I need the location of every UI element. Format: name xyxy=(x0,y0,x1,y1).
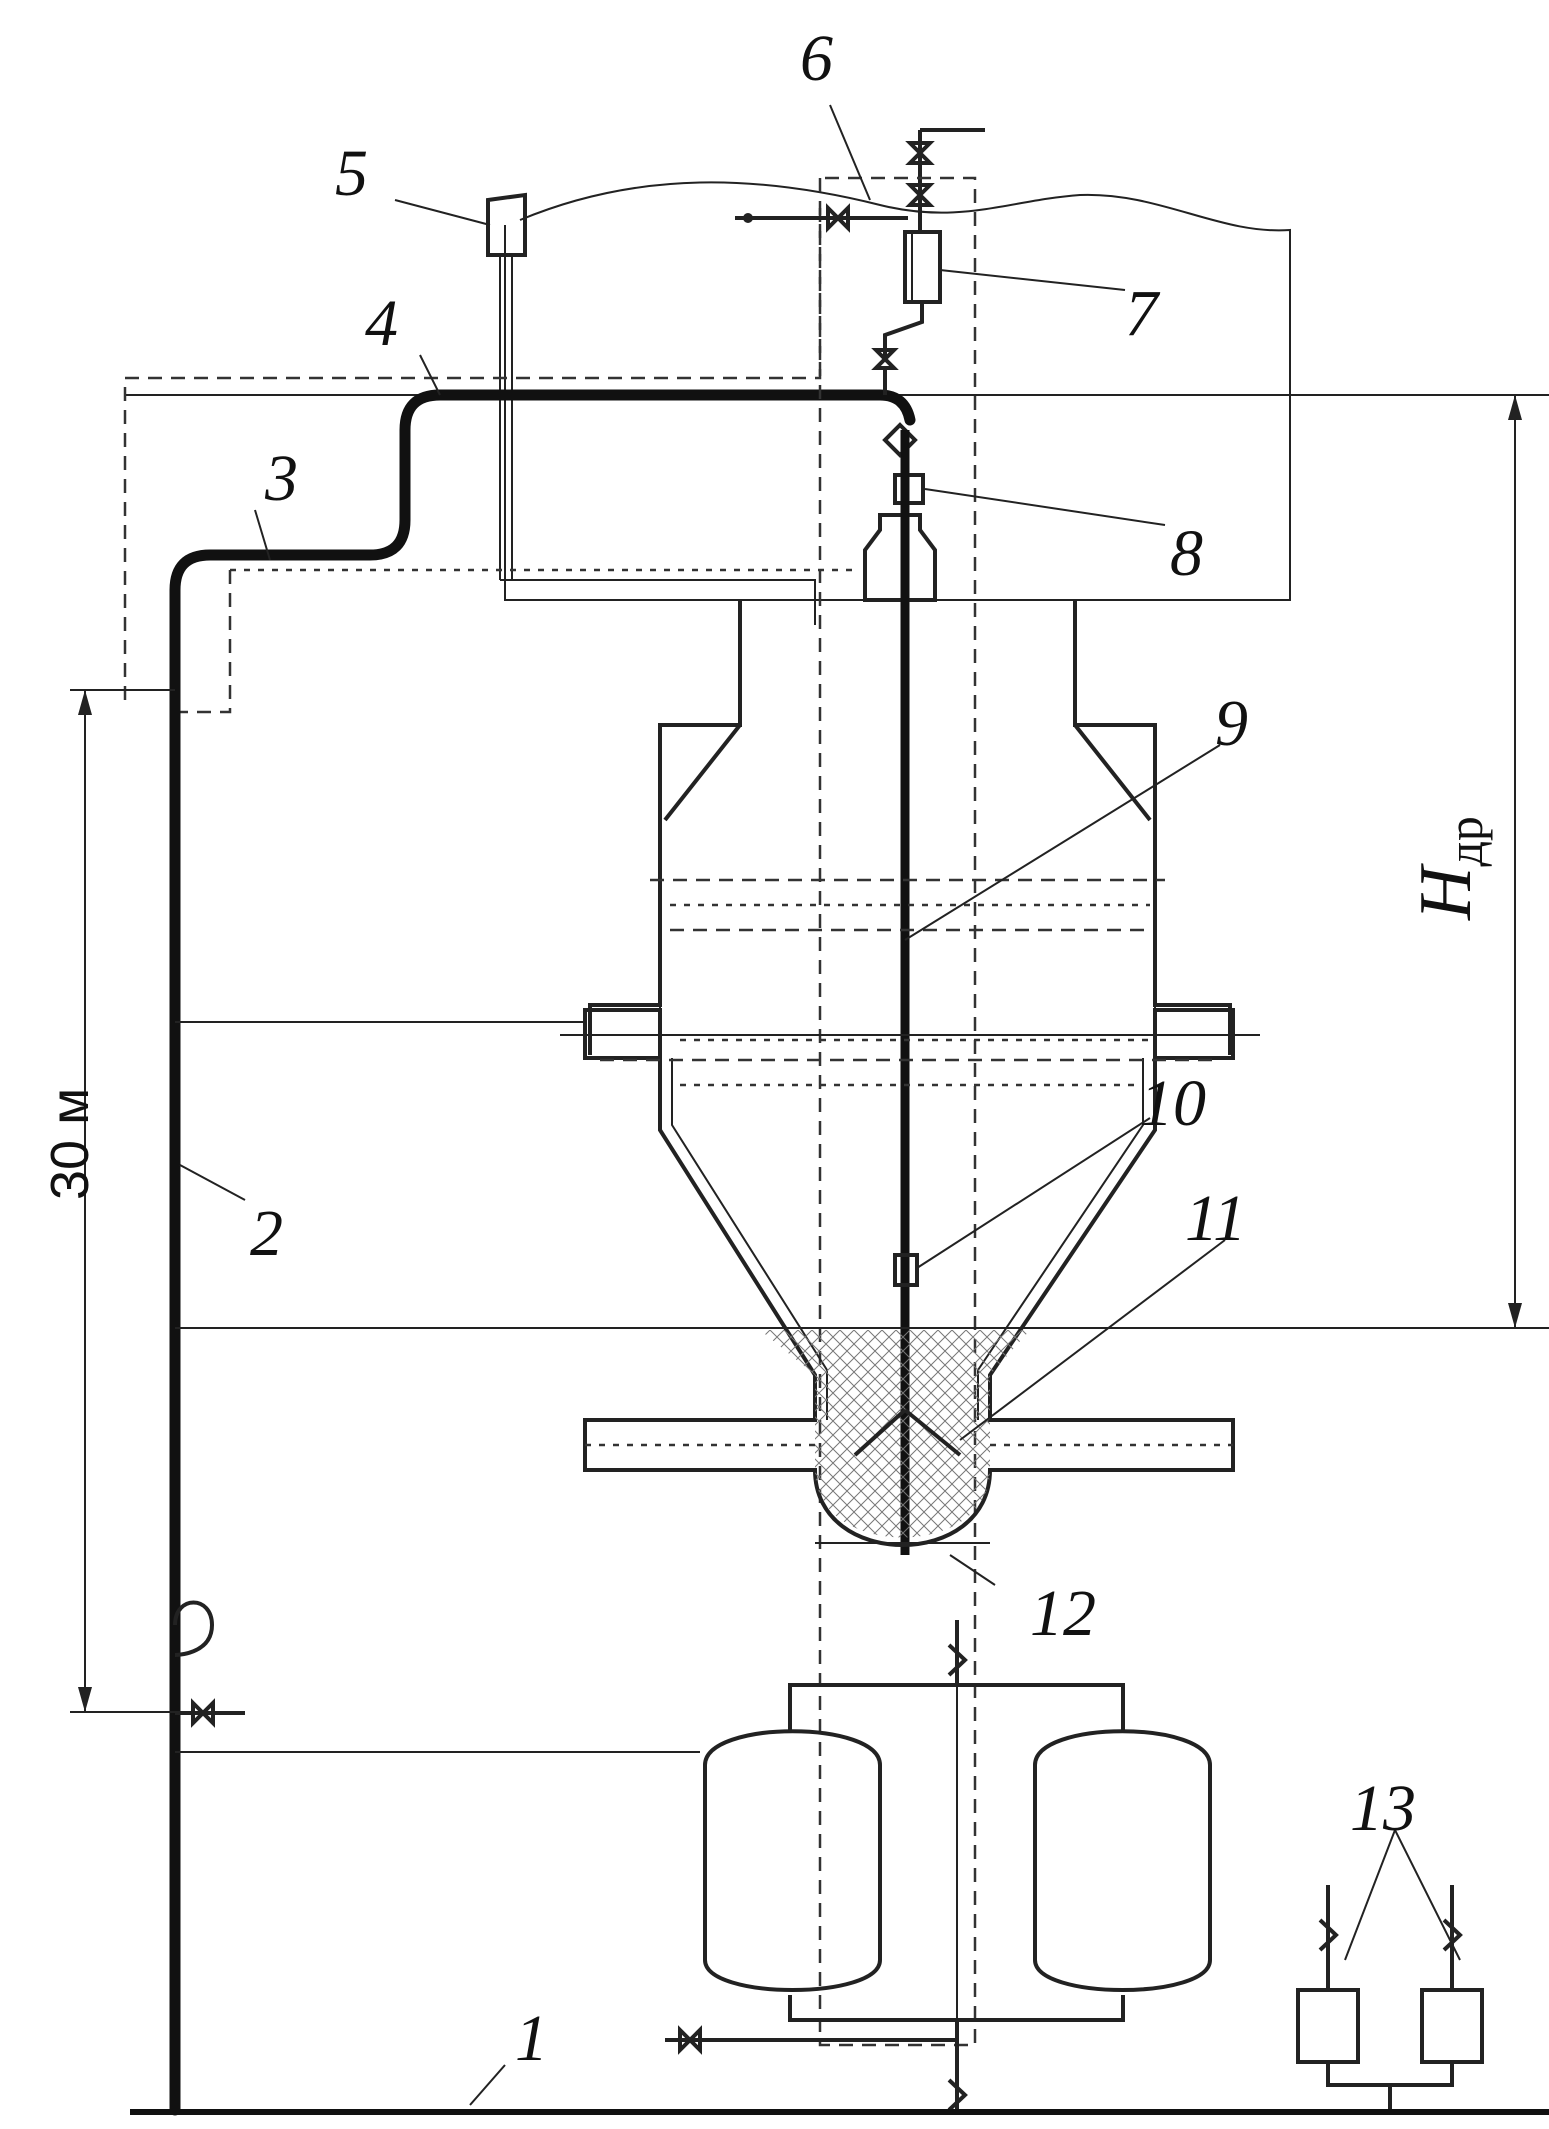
valve-pipe-2 xyxy=(175,1698,245,1728)
height-30m-label: 30 м xyxy=(40,1088,100,1200)
hdr-label: Hдр xyxy=(1405,816,1493,921)
pipe-loop xyxy=(173,1600,215,1657)
height-30m-dimension xyxy=(70,689,175,1713)
twin-tanks xyxy=(175,1620,1212,2112)
callout-8: 8 xyxy=(1170,517,1203,590)
main-vessel xyxy=(560,600,1260,1547)
dashed-line-mid xyxy=(175,570,232,714)
callout-7: 7 xyxy=(1125,277,1161,350)
hdr-dimension xyxy=(1508,395,1522,1328)
callout-13: 13 xyxy=(1350,1772,1416,1845)
callout-12: 12 xyxy=(1030,1577,1096,1650)
callout-5: 5 xyxy=(335,137,368,210)
callout-10: 10 xyxy=(1140,1067,1206,1140)
callout-1: 1 xyxy=(515,2002,548,2075)
callout-3: 3 xyxy=(264,442,298,515)
level-float-5 xyxy=(486,192,816,625)
callout-6: 6 xyxy=(800,22,833,95)
valve-assembly-6-7 xyxy=(735,128,985,395)
callout-11: 11 xyxy=(1185,1182,1246,1255)
callout-2: 2 xyxy=(250,1197,283,1270)
dashed-line-upper xyxy=(123,200,822,700)
devices-13 xyxy=(1296,1885,1484,2110)
dashed-frame-column xyxy=(818,176,977,2047)
callout-9: 9 xyxy=(1215,687,1248,760)
element-8 xyxy=(863,422,937,602)
leader-lines xyxy=(179,104,1461,2106)
callout-4: 4 xyxy=(365,287,398,360)
pipe-2-3-4 xyxy=(169,389,916,2116)
